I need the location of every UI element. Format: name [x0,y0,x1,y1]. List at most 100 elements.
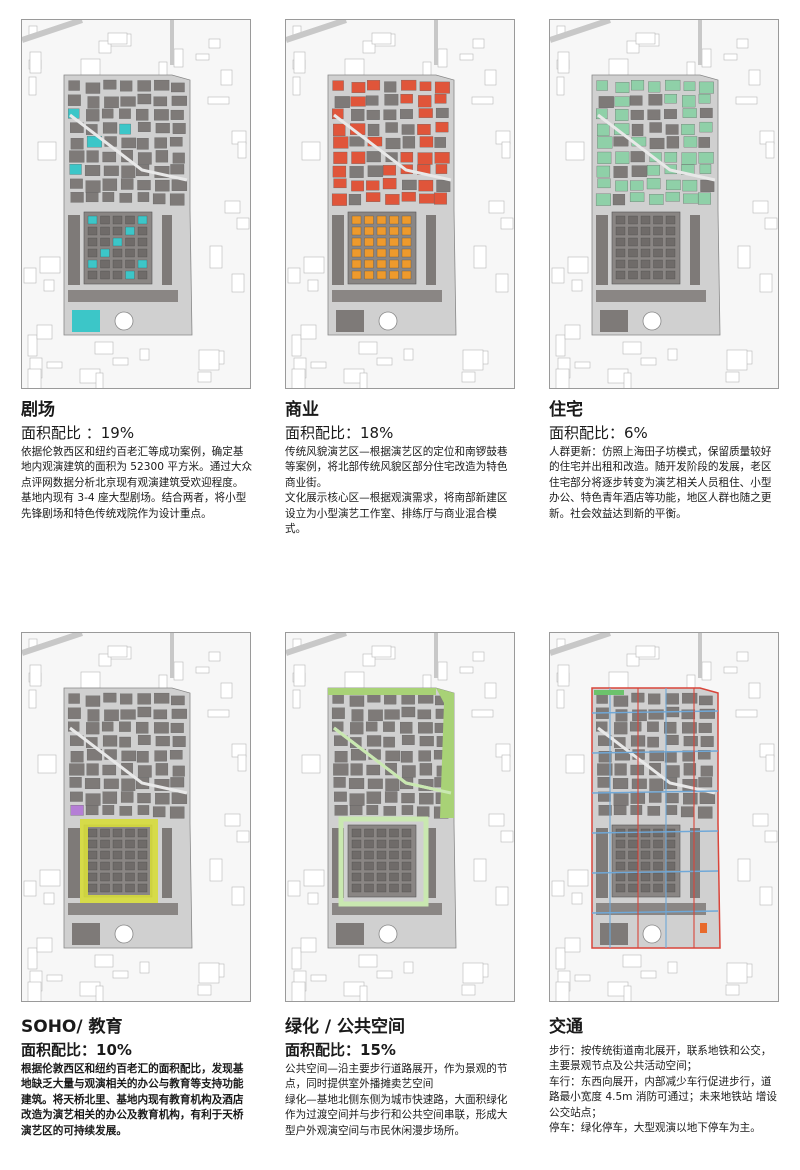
building-block [86,150,99,163]
building-block [125,828,135,838]
context-building [107,32,128,45]
context-building [220,682,233,699]
building-block [364,839,374,849]
context-building [287,267,301,284]
pedestrian-route [591,750,719,754]
building-block [629,95,643,106]
desc-paragraph: 步行：按传统街道南北展开，联系地铁和公交，主要景观节点及公共活动空间； [549,1045,772,1073]
building-block [384,791,398,803]
building-block [630,151,645,163]
building-block [416,806,430,818]
building-block [665,883,676,893]
context-building [301,141,321,161]
building-block [112,259,123,269]
building-block [69,763,85,776]
building-block [351,270,362,280]
context-building [197,371,212,383]
context-building [46,974,63,982]
building-block [401,270,412,280]
context-building [571,279,583,292]
building-block [125,248,135,258]
desc-paragraph: 停车：绿化停车，大型观演以地下停车为主。 [549,1122,761,1135]
building-block [682,179,698,192]
context-building [36,324,53,340]
building-block [351,850,362,860]
context-building [567,869,589,887]
building-block [100,270,110,280]
building-block [653,215,663,225]
building-block [389,850,399,860]
building-block [615,259,626,269]
building-block [665,793,679,804]
building-block [700,765,713,777]
building-block [112,828,123,838]
desc-paragraph: 文化展示核心区—根据观演需求，将南部新建区设立为小型演艺工作室、排练厅与商业混合… [285,492,508,536]
building-block [401,861,412,871]
context-building [28,689,37,709]
north-district [67,79,188,206]
building-block [401,765,416,778]
building-block [119,123,131,135]
building-block [155,736,170,747]
building-block [385,194,400,205]
building-block [364,226,374,236]
building-block [628,883,638,893]
building-block [402,136,416,149]
building-block [86,748,102,761]
building-block [351,883,362,893]
context-building [686,674,696,690]
context-building [208,651,221,662]
building-block [137,237,148,247]
building-block [649,194,664,205]
building-block [87,215,98,225]
building-block [389,861,399,871]
building-block [120,693,133,705]
context-building [359,372,368,388]
context-blocks [550,20,778,388]
building-block [137,192,150,202]
building-block [112,872,123,882]
building-block [350,722,364,735]
building-block [649,122,662,133]
building-block [333,136,349,149]
building-block [613,166,628,178]
building-block [628,259,638,269]
public-walkway [333,726,452,795]
building-block [376,248,387,258]
old-street [333,113,452,182]
context-building [293,664,306,687]
building-block [435,121,449,133]
building-block [385,122,398,133]
building-block [333,178,347,189]
context-building [765,754,775,772]
building-block [169,806,185,819]
building-block [334,805,348,816]
building-block [698,93,711,104]
building-block [351,180,364,192]
context-building [735,709,758,718]
building-block [419,136,434,148]
context-building [403,348,414,361]
context-building [224,813,241,827]
building-block [125,839,135,849]
building-block [653,861,663,871]
building-block [153,709,168,720]
building-block [700,736,714,747]
building-block [612,778,629,789]
context-building [635,32,656,45]
building-block [426,215,436,285]
context-building [107,645,128,658]
building-block [365,721,378,732]
building-block [597,123,610,137]
building-block [640,248,651,258]
context-building [686,61,696,77]
context-building [95,985,104,1001]
building-block [86,135,102,148]
context-building [94,341,114,355]
building-block [137,706,152,718]
building-block [615,872,626,882]
building-block [120,178,134,190]
building-block [85,180,101,193]
north-district [595,692,716,819]
building-block [349,136,365,147]
